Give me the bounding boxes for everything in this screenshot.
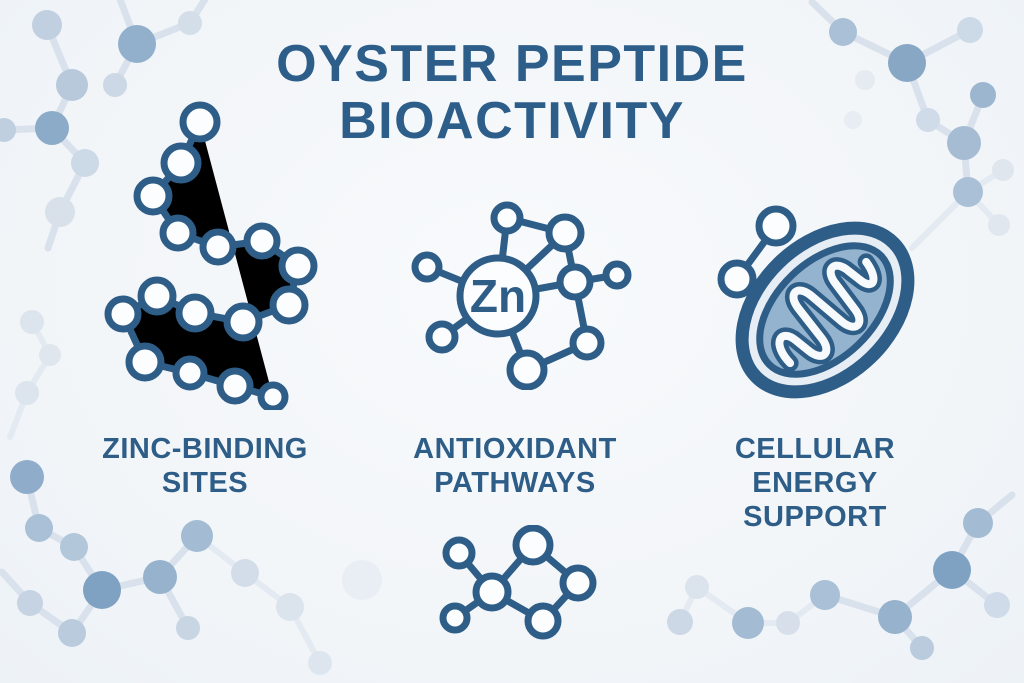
- peptide-chain-icon: [104, 101, 318, 410]
- cristae-pattern: [771, 253, 882, 372]
- molecule-cluster-bottom-right: [667, 491, 1016, 660]
- molecule-cluster-top-left: [0, 0, 209, 252]
- zinc-complex-icon: Zn: [411, 201, 632, 390]
- small-molecule-decoration: [717, 205, 797, 299]
- zinc-symbol-label: Zn: [470, 270, 526, 322]
- molecule-cluster-left-middle: [7, 310, 61, 440]
- molecule-cluster-bottom-left: [0, 460, 382, 675]
- page-title: OYSTER PEPTIDE BIOACTIVITY: [276, 35, 748, 151]
- molecule-cluster-top-right: [808, 0, 1014, 251]
- mitochondrion-icon: [717, 205, 915, 399]
- label-antioxidant-pathways: ANTIOXIDANT PATHWAYS: [413, 433, 617, 500]
- label-zinc-binding-sites: ZINC-BINDING SITES: [102, 433, 308, 500]
- label-cellular-energy-support: CELLULAR ENERGY SUPPORT: [734, 433, 896, 534]
- small-molecule-icon: [439, 525, 597, 640]
